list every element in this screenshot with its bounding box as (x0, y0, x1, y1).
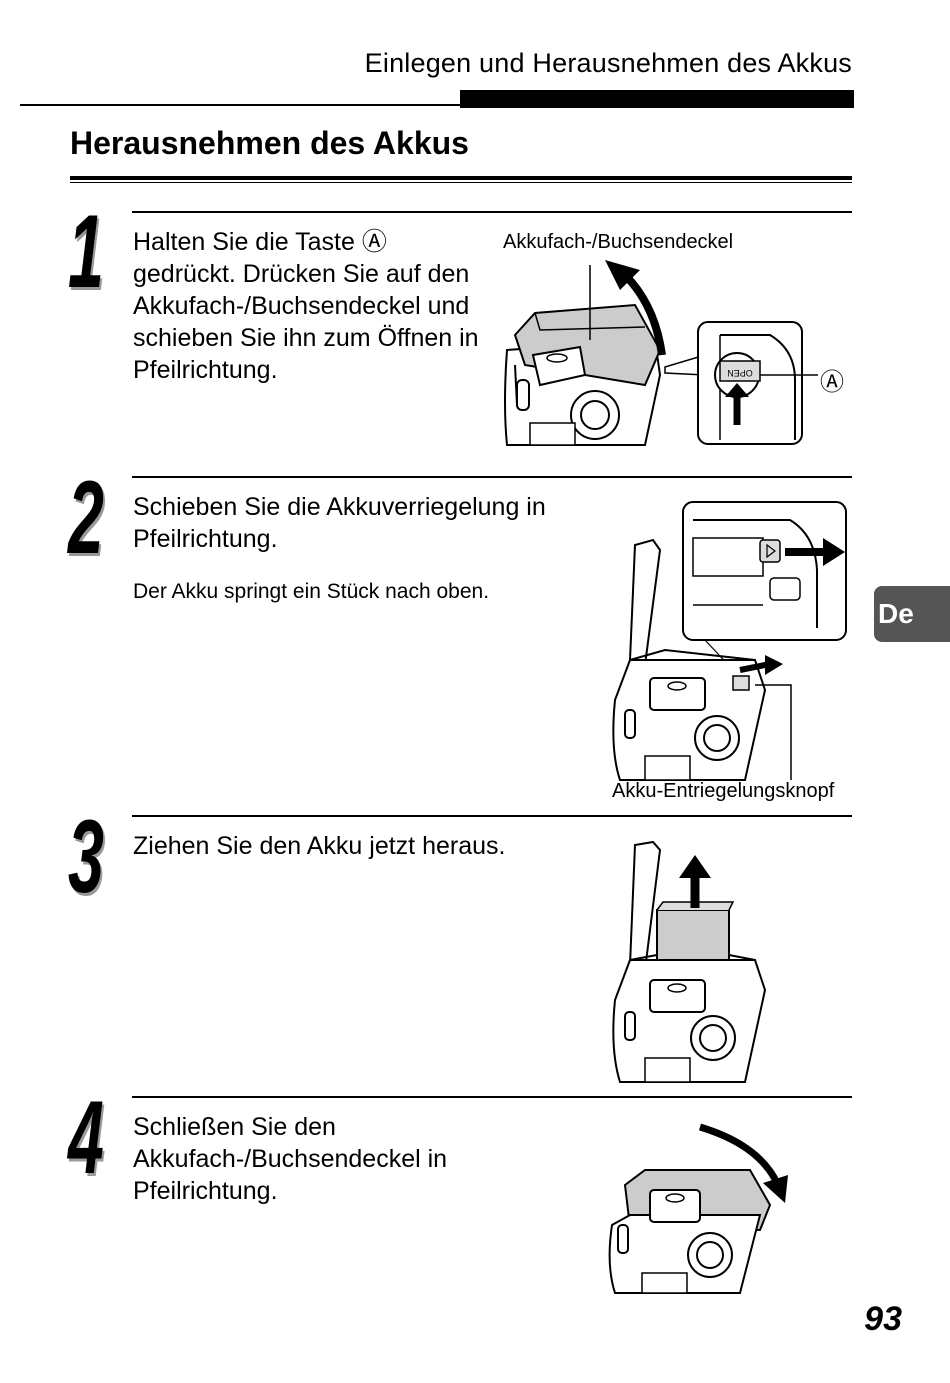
page-number: 93 (864, 1300, 902, 1338)
section-title: Herausnehmen des Akkus (70, 125, 469, 161)
step-1-rule (132, 211, 852, 213)
step-3-rule (132, 815, 852, 817)
running-header: Einlegen und Herausnehmen des Akkus (364, 48, 852, 78)
step-3-number: 3 (68, 799, 104, 915)
header-bar (460, 90, 854, 108)
step-2-number: 2 (68, 460, 104, 576)
section-rule-thin (70, 182, 852, 183)
step-1-illustration: OPEN (504, 260, 818, 446)
step-2-note: Der Akku springt ein Stück nach oben. (133, 580, 490, 603)
step-3-text: Ziehen Sie den Akku jetzt heraus. (133, 832, 506, 860)
step-4-number: 4 (68, 1080, 104, 1196)
step-1-number: 1 (68, 194, 104, 310)
step-1-text: Halten Sie die Taste Ⓐ gedrückt. Drücken… (133, 228, 479, 384)
step-2-rule (132, 476, 852, 478)
step-2-callout-release: Akku-Entriegelungsknopf (612, 780, 835, 802)
step-3-illustration (612, 840, 767, 1083)
section-rule-thick (70, 176, 852, 180)
open-label: OPEN (727, 368, 753, 378)
step-1-callout-cover: Akkufach-/Buchsendeckel (503, 231, 734, 253)
step-2-illustration (612, 501, 847, 781)
step-4-illustration (608, 1123, 788, 1294)
step-2-text: Schieben Sie die Akkuverriegelung in Pfe… (133, 493, 546, 553)
language-tab: De (874, 586, 950, 642)
step-1-callout-button: Ⓐ (820, 369, 844, 396)
step-4-rule (132, 1096, 852, 1098)
step-4-text: Schließen Sie den Akkufach-/Buchsendecke… (133, 1113, 448, 1205)
header-rule (20, 104, 460, 106)
